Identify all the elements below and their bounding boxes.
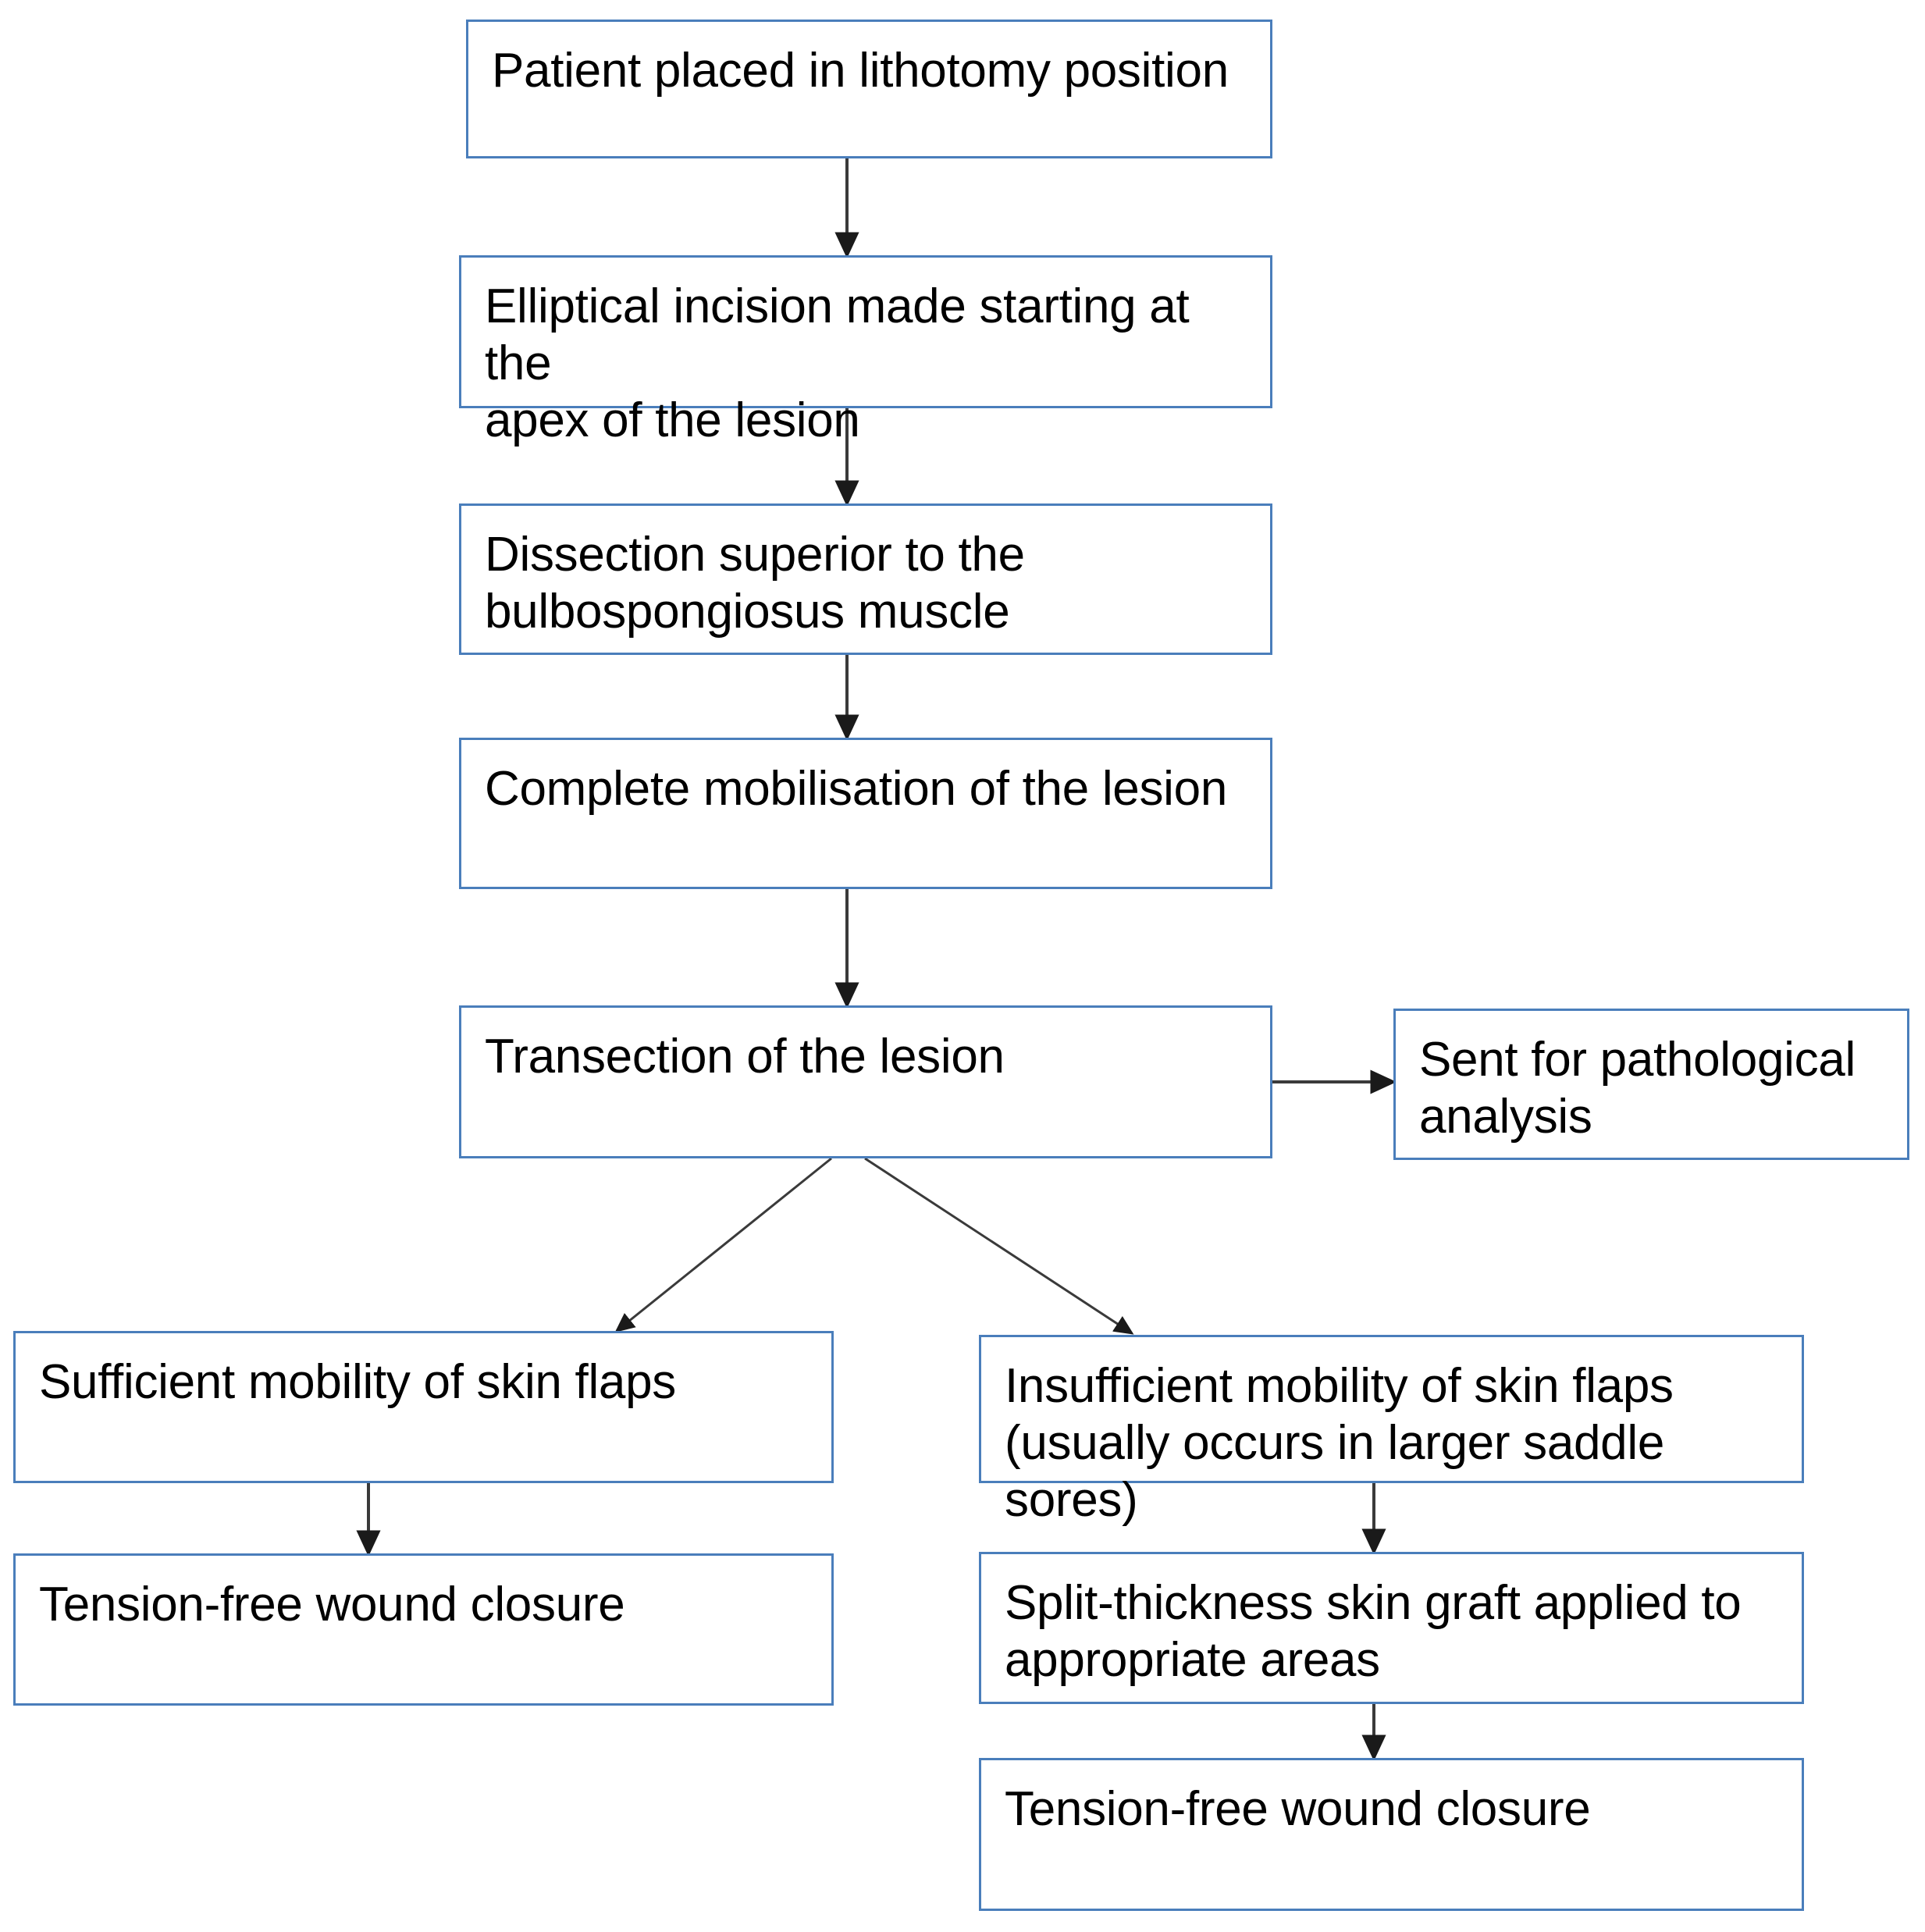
flowchart-arrow-transection-to-sufficient bbox=[614, 1157, 832, 1332]
flowchart-node-label: Insufficient mobility of skin flaps (usu… bbox=[1005, 1359, 1674, 1528]
flowchart-node-pathology: Sent for pathological analysis bbox=[1393, 1009, 1909, 1160]
flowchart-node-label: Patient placed in lithotomy position bbox=[492, 44, 1229, 98]
flowchart-node-label: Sufficient mobility of skin flaps bbox=[39, 1355, 676, 1409]
flowchart-node-insufficient: Insufficient mobility of skin flaps (usu… bbox=[979, 1335, 1804, 1527]
flowchart-node-label: Complete mobilisation of the lesion bbox=[485, 762, 1228, 816]
flowchart-node-dissection: Dissection superior to the bulbospongios… bbox=[459, 503, 1272, 655]
flowchart-node-label: Split-thickness skin graft applied to ap… bbox=[1005, 1576, 1742, 1688]
flowchart-node-label: Tension-free wound closure bbox=[1005, 1782, 1591, 1836]
flowchart-node-transection: Transection of the lesion bbox=[459, 1005, 1272, 1158]
flowchart-node-label: Elliptical incision made starting at the… bbox=[485, 279, 1190, 448]
flowchart-node-sufficient: Sufficient mobility of skin flaps bbox=[13, 1331, 834, 1483]
flowchart-node-mobilisation: Complete mobilisation of the lesion bbox=[459, 738, 1272, 889]
flowchart-node-closure-right: Tension-free wound closure bbox=[979, 1758, 1804, 1911]
flowchart-node-label: Dissection superior to the bulbospongios… bbox=[485, 528, 1025, 639]
flowchart-node-lithotomy: Patient placed in lithotomy position bbox=[466, 20, 1272, 158]
flowchart-node-skin-graft: Split-thickness skin graft applied to ap… bbox=[979, 1552, 1804, 1704]
flowchart-node-closure-left: Tension-free wound closure bbox=[13, 1553, 834, 1706]
flowchart-arrow-transection-to-insufficient bbox=[864, 1157, 1134, 1335]
flowchart-node-incision: Elliptical incision made starting at the… bbox=[459, 255, 1272, 447]
flowchart-node-label: Sent for pathological analysis bbox=[1419, 1033, 1856, 1144]
flowchart-node-label: Transection of the lesion bbox=[485, 1030, 1005, 1083]
flowchart-node-label: Tension-free wound closure bbox=[39, 1578, 625, 1631]
